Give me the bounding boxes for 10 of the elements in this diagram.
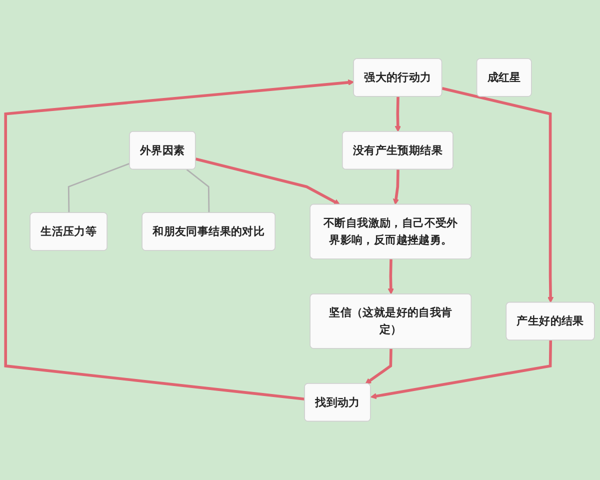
- connector: [68, 162, 130, 214]
- arrow: [388, 259, 394, 295]
- arrow: [4, 79, 354, 401]
- arrow: [394, 96, 401, 132]
- arrow: [442, 87, 554, 303]
- arrow: [392, 170, 400, 205]
- arrow: [365, 348, 392, 384]
- arrow: [195, 158, 340, 205]
- arrow: [370, 340, 552, 400]
- connector: [186, 169, 210, 214]
